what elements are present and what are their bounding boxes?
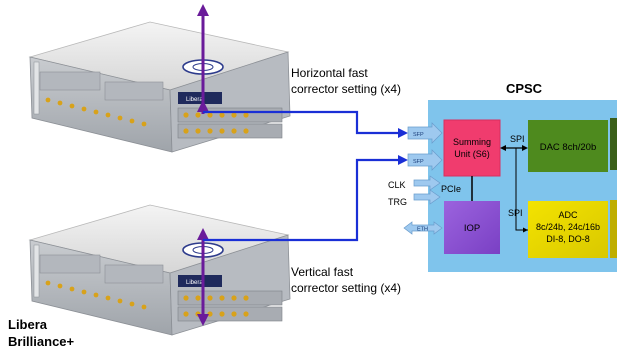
clk-label: CLK	[388, 180, 406, 190]
adc-label-line3: DI-8, DO-8	[546, 234, 590, 244]
spi-top-label: SPI	[510, 134, 525, 144]
eth-label: ETH	[417, 227, 428, 233]
pcie-label: PCIe	[441, 184, 461, 194]
iop-label: IOP	[464, 223, 480, 234]
beam-arrow-bottom	[197, 228, 209, 326]
horizontal-label-line2: corrector setting (x4)	[291, 82, 401, 96]
libera-unit-top: Libera	[28, 21, 291, 153]
spi-adc-link	[515, 148, 528, 233]
sfp-bottom-label: SFP	[413, 159, 424, 165]
sfp-bottom-port-icon	[407, 149, 443, 171]
sfp-top-port-icon	[407, 122, 443, 144]
beam-arrow-top	[197, 4, 209, 114]
sfp-top-label: SFP	[413, 132, 424, 138]
pcie-port-icon	[413, 175, 441, 205]
dac-block	[528, 120, 608, 172]
adc-label-line2: 8c/24b, 24c/16b	[536, 222, 600, 232]
eth-port-icon	[403, 221, 443, 235]
svg-text:Libera: Libera	[186, 280, 203, 286]
horizontal-label-line1: Horizontal fast	[291, 66, 368, 80]
svg-text:Libera: Libera	[186, 97, 203, 103]
vertical-label-line2: corrector setting (x4)	[291, 281, 401, 295]
device-label-line2: Brilliance+	[8, 334, 75, 349]
vertical-link-line	[203, 158, 402, 242]
iop-block	[444, 201, 500, 254]
libera-unit-bottom: Libera	[28, 204, 291, 336]
vertical-link-arrowhead	[398, 155, 408, 165]
vertical-label-line1: Vertical fast	[291, 265, 354, 279]
horizontal-link-arrowhead	[398, 128, 408, 138]
spi-dac-link	[500, 145, 528, 151]
spi-bottom-label: SPI	[508, 208, 523, 218]
device-label-line1: Libera	[8, 317, 48, 332]
summing-label-line1: Summing	[453, 137, 491, 147]
summing-unit-block	[443, 119, 501, 177]
dac-label: DAC 8ch/20b	[540, 142, 597, 153]
adc-label-line1: ADC	[558, 210, 578, 220]
trg-label: TRG	[388, 197, 407, 207]
horizontal-link-line	[203, 110, 402, 135]
cpsc-title: CPSC	[506, 81, 543, 96]
summing-label-line2: Unit (S6)	[454, 149, 490, 159]
adc-block	[528, 201, 608, 258]
